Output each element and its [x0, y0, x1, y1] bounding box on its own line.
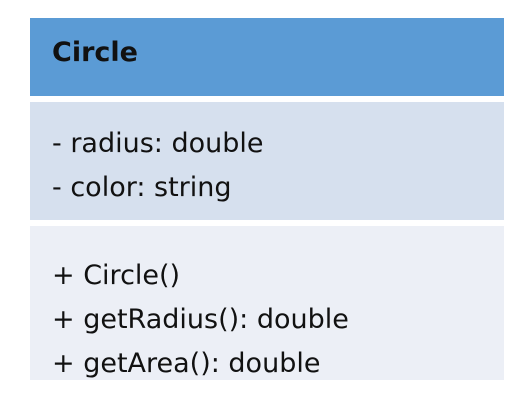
- class-name: Circle: [52, 37, 138, 68]
- methods-compartment: + Circle() + getRadius(): double + getAr…: [30, 226, 504, 380]
- method-constructor: + Circle(): [52, 260, 181, 291]
- attribute-list: - radius: double - color: string: [52, 122, 264, 210]
- attribute-radius: - radius: double: [52, 128, 264, 159]
- method-get-area: + getArea(): double: [52, 348, 321, 379]
- method-list: + Circle() + getRadius(): double + getAr…: [52, 254, 349, 386]
- method-get-radius: + getRadius(): double: [52, 304, 349, 335]
- attributes-compartment: - radius: double - color: string: [30, 102, 504, 220]
- uml-class-box: Circle - radius: double - color: string …: [30, 18, 504, 380]
- class-name-compartment: Circle: [30, 18, 504, 96]
- attribute-color: - color: string: [52, 172, 232, 203]
